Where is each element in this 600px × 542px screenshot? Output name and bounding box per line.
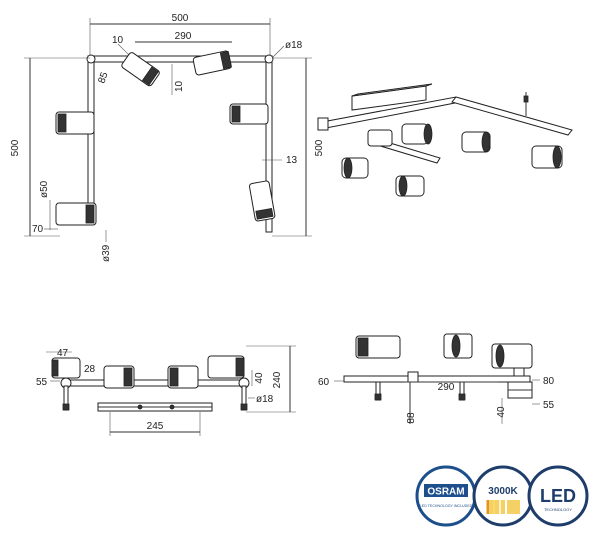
osram-badge: OSRAM LED TECHNOLOGY INCLUDED xyxy=(415,465,477,527)
top-spot-4 xyxy=(229,103,269,125)
led-name: LED xyxy=(540,486,576,506)
side-spot-3 xyxy=(491,343,533,377)
dim-front-cap: 47 xyxy=(57,348,69,359)
dim-front-spot-drop: 28 xyxy=(84,364,96,375)
front-spot-1 xyxy=(51,357,81,379)
dim-side-drop: 88 xyxy=(406,412,417,424)
top-spot-2 xyxy=(192,50,232,76)
perspective-spot-6 xyxy=(531,145,563,169)
dim-front-plate-width: 245 xyxy=(147,421,164,432)
top-spot-5 xyxy=(55,202,97,226)
osram-subtitle: LED TECHNOLOGY INCLUDED xyxy=(420,504,473,508)
dim-front-reach: 55 xyxy=(36,377,48,388)
dim-front-total-height: 240 xyxy=(272,371,283,388)
perspective-spot-3 xyxy=(341,157,369,179)
dim-top-height-right: 500 xyxy=(314,139,325,156)
dim-top-bar-gap: 10 xyxy=(174,80,185,92)
dim-top-width: 500 xyxy=(172,13,189,24)
perspective-spot-4 xyxy=(395,175,425,197)
dim-top-clearance: 13 xyxy=(286,155,298,166)
dim-side-spot-width: 55 xyxy=(543,400,555,411)
top-spot-6 xyxy=(249,180,276,222)
dim-top-spot-base: ø39 xyxy=(101,244,112,262)
dim-top-height-left: 500 xyxy=(10,139,21,156)
dim-top-spot-offset: 85 xyxy=(96,70,110,85)
perspective-spot-1 xyxy=(367,129,393,147)
color-temperature-badge: 3000K xyxy=(472,465,534,527)
dim-front-spot-height: 40 xyxy=(254,372,265,384)
side-spot-2 xyxy=(443,333,473,359)
osram-name: OSRAM xyxy=(427,487,464,498)
dim-top-spot-length: 70 xyxy=(32,224,44,235)
side-spot-1 xyxy=(355,335,401,359)
dim-side-spot-length: 80 xyxy=(543,376,555,387)
perspective-spot-2 xyxy=(401,123,433,145)
top-spot-3 xyxy=(55,111,95,135)
led-badge: LED TECHNOLOGY xyxy=(527,465,589,527)
top-spot-1 xyxy=(121,52,160,87)
front-spot-3 xyxy=(167,365,199,389)
dim-side-spot-depth: 40 xyxy=(496,406,507,418)
dim-top-bar-diameter: ø18 xyxy=(285,40,303,51)
top-view: 500 290 10 ø18 85 10 500 500 xyxy=(10,13,325,262)
dim-front-bar-diameter: ø18 xyxy=(256,394,274,405)
color-temperature-label: 3000K xyxy=(488,486,518,497)
front-spot-2 xyxy=(103,365,135,389)
perspective-view xyxy=(317,83,573,197)
perspective-spot-5 xyxy=(461,131,491,153)
dim-side-offset: 60 xyxy=(318,377,330,388)
dim-top-spot-diameter: ø50 xyxy=(39,180,50,198)
front-spot-4 xyxy=(207,355,245,379)
dim-top-angle-gap: 10 xyxy=(112,35,124,46)
front-view: 47 55 28 xyxy=(36,345,296,436)
side-view: 60 290 80 88 40 55 xyxy=(318,333,555,424)
dim-side-span: 290 xyxy=(438,382,455,393)
dim-top-inner-width: 290 xyxy=(175,31,192,42)
led-subtitle: TECHNOLOGY xyxy=(544,507,572,512)
